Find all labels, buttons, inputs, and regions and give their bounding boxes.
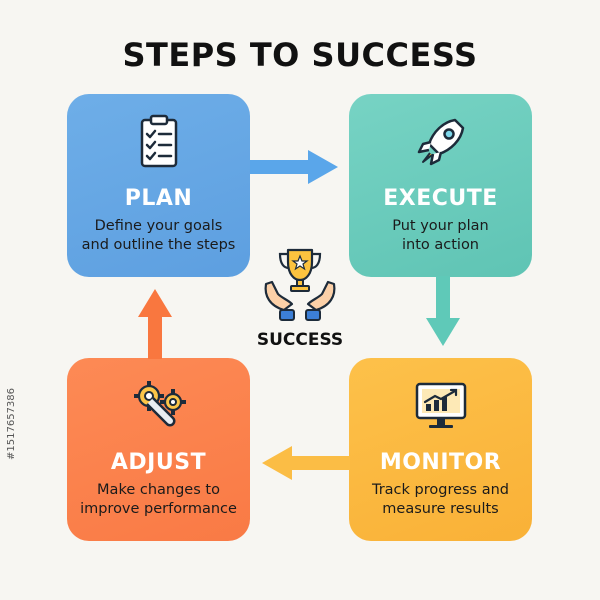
success-label: SUCCESS (256, 330, 344, 350)
step-card-plan: PLAN Define your goals and outline the s… (67, 94, 250, 277)
step-desc-monitor: Track progress and measure results (349, 481, 532, 519)
arrow-monitor-to-adjust (262, 446, 350, 480)
step-desc-adjust-line2: improve performance (80, 501, 237, 517)
step-label-execute: EXECUTE (383, 186, 498, 211)
step-desc-plan-line1: Define your goals (94, 218, 223, 234)
diagram-title: STEPS TO SUCCESS (122, 36, 478, 74)
gears-wrench-icon (133, 381, 186, 427)
step-card-execute: EXECUTE Put your plan into action (349, 94, 532, 277)
arrow-plan-to-execute (250, 150, 338, 184)
step-label-adjust: ADJUST (110, 450, 207, 475)
step-label-plan: PLAN (124, 186, 193, 211)
step-desc-execute: Put your plan into action (349, 217, 532, 255)
monitor-chart-icon (415, 382, 466, 428)
trophy-hands-icon (264, 248, 336, 321)
step-desc-adjust-line1: Make changes to (97, 482, 220, 498)
watermark-id: #1517657386 (6, 387, 17, 460)
step-desc-monitor-line1: Track progress and (371, 482, 510, 498)
step-card-monitor: MONITOR Track progress and measure resul… (349, 358, 532, 541)
step-card-adjust: ADJUST Make changes to improve performan… (67, 358, 250, 541)
arrow-execute-to-monitor (426, 276, 460, 346)
step-desc-adjust: Make changes to improve performance (67, 481, 250, 519)
step-desc-monitor-line2: measure results (382, 501, 499, 517)
step-desc-execute-line2: into action (401, 237, 480, 253)
step-desc-plan: Define your goals and outline the steps (67, 217, 250, 255)
success-center: SUCCESS (240, 244, 360, 350)
step-desc-plan-line2: and outline the steps (81, 237, 236, 253)
rocket-icon (417, 118, 464, 166)
step-label-monitor: MONITOR (379, 450, 502, 475)
step-desc-execute-line1: Put your plan (392, 218, 489, 234)
arrow-adjust-to-plan (138, 289, 172, 359)
clipboard-checklist-icon (140, 114, 177, 168)
